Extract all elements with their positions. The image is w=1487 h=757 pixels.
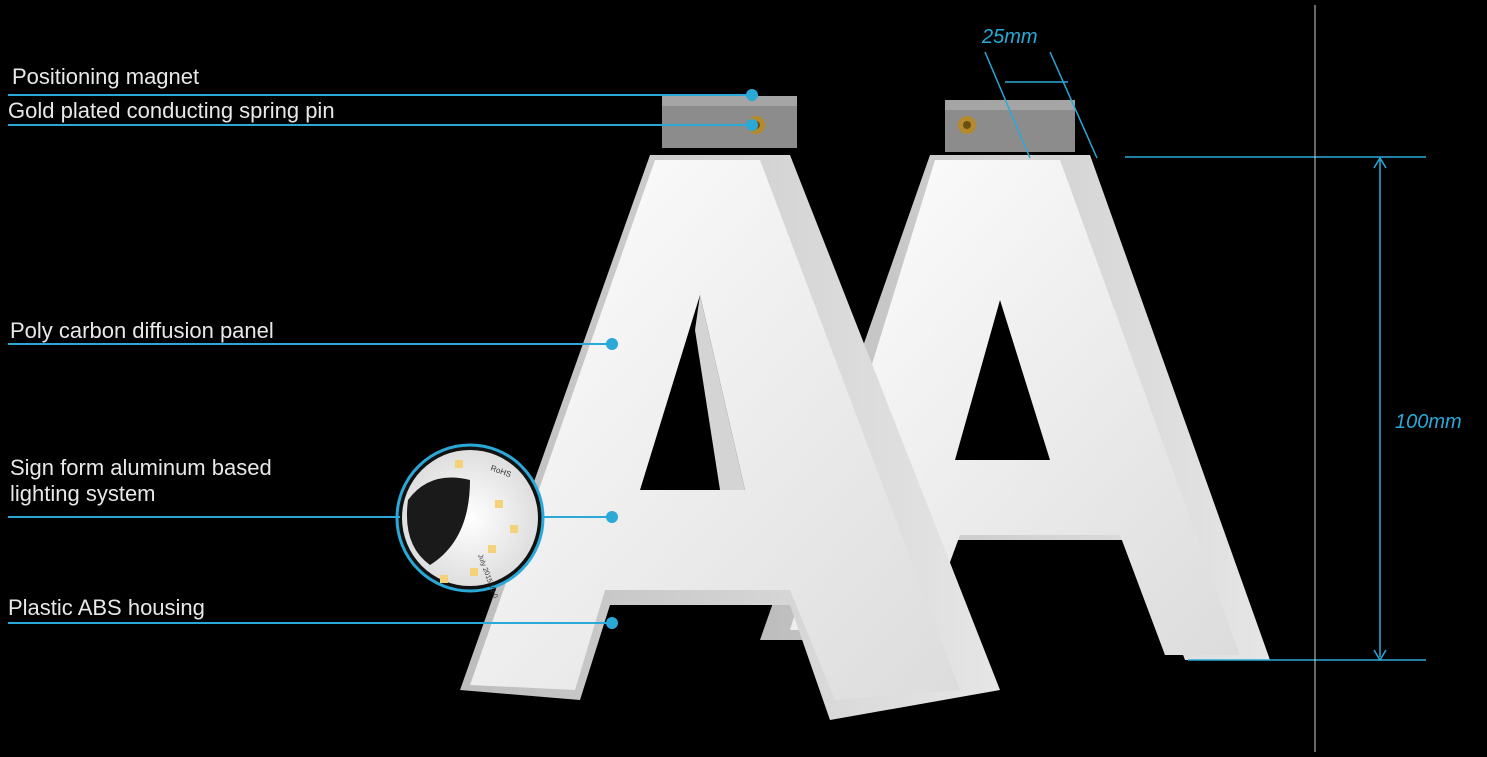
callout-label-panel: Poly carbon diffusion panel <box>10 318 274 344</box>
callout-label-magnet: Positioning magnet <box>12 64 199 90</box>
dimension-width-label: 25mm <box>982 26 1038 49</box>
callout-dot-lighting <box>607 512 617 522</box>
callout-label-housing: Plastic ABS housing <box>8 595 205 621</box>
callout-dot-spring-pin <box>747 120 757 130</box>
callout-dot-magnet <box>747 90 757 100</box>
connector-block-right <box>945 100 1075 152</box>
callout-label-spring-pin: Gold plated conducting spring pin <box>8 98 335 124</box>
callout-dot-housing <box>607 618 617 628</box>
dimension-height-label: 100mm <box>1395 411 1462 434</box>
callout-label-lighting: Sign form aluminum based lighting system <box>10 455 272 507</box>
callout-dot-panel <box>607 339 617 349</box>
connector-block-left <box>662 96 797 148</box>
